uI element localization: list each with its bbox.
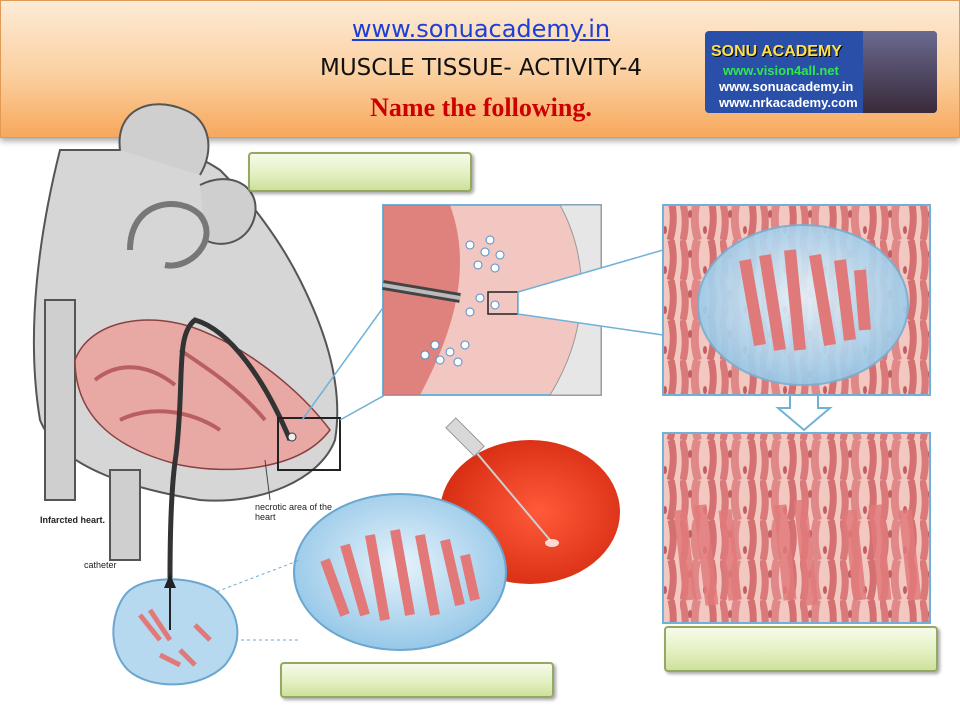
infarcted-heart-label: Infarcted heart. xyxy=(40,515,106,525)
catheter-label: catheter xyxy=(84,560,117,570)
answer-box-bottom[interactable] xyxy=(280,662,554,698)
presenter-photo xyxy=(863,31,937,113)
engineered-tissue-bubble xyxy=(293,493,507,651)
academy-logo: SONU ACADEMY www.vision4all.net www.sonu… xyxy=(705,31,937,113)
activity-title: MUSCLE TISSUE- ACTIVITY-4 xyxy=(319,55,643,81)
heart-illustration xyxy=(32,103,341,581)
header-banner: www.sonuacademy.in MUSCLE TISSUE- ACTIVI… xyxy=(0,0,960,138)
zoom-panel-fibers-after xyxy=(662,432,931,624)
logo-line2: www.sonuacademy.in xyxy=(719,79,854,94)
logo-line1: www.vision4all.net xyxy=(723,63,839,78)
instruction-text: Name the following. xyxy=(370,93,592,122)
answer-box-right[interactable] xyxy=(664,626,938,672)
answer-box-top[interactable] xyxy=(248,152,472,192)
website-link[interactable]: www.sonuacademy.in xyxy=(351,15,611,43)
logo-line3: www.nrkacademy.com xyxy=(719,95,858,110)
necrotic-area-label: necrotic area of the heart xyxy=(255,502,333,522)
tissue-patch xyxy=(112,574,239,686)
logo-brand: SONU ACADEMY xyxy=(711,43,842,60)
zoom-panel-fibers-before xyxy=(662,204,931,396)
